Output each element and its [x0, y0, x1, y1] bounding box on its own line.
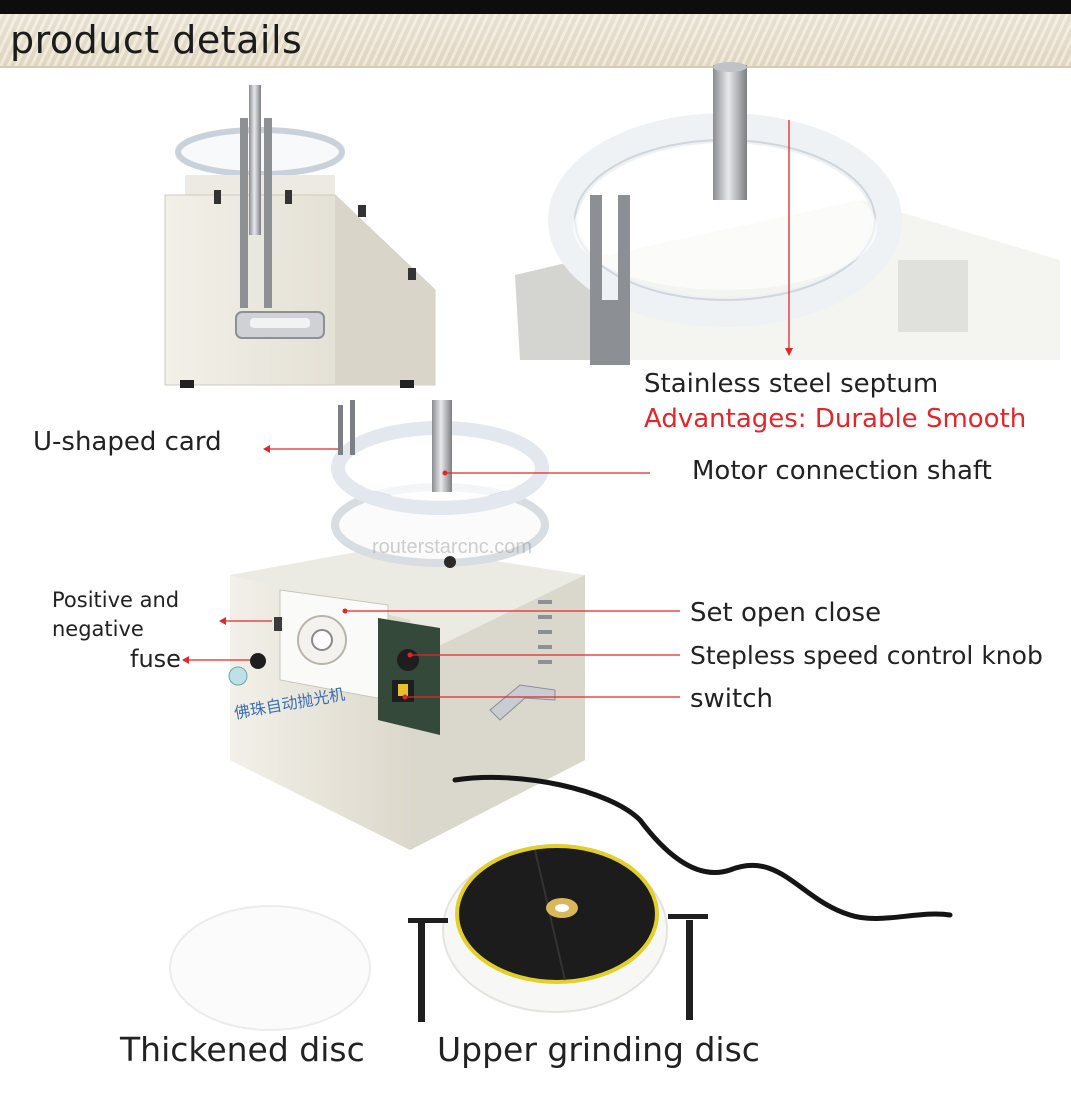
speed-knob-label: Stepless speed control knob	[690, 641, 1043, 670]
septum-label: Stainless steel septum	[644, 369, 939, 399]
thickened-disc-caption: Thickened disc	[120, 1030, 365, 1069]
septum-closeup	[515, 62, 1060, 365]
watermark: routerstarcnc.com	[372, 536, 533, 558]
fuse-label: fuse	[130, 645, 181, 673]
motor-shaft-label: Motor connection shaft	[692, 456, 992, 486]
positive-negative-label-line1: Positive and	[52, 588, 180, 612]
machine-side-view	[164, 85, 436, 388]
positive-negative-label-line2: negative	[52, 617, 144, 641]
section-header: product details	[0, 14, 1071, 68]
section-title: product details	[10, 18, 303, 62]
upper-grinding-disc-caption: Upper grinding disc	[437, 1030, 760, 1069]
advantages-label: Advantages: Durable Smooth	[644, 404, 1027, 434]
upper-grinding-disc-image	[408, 844, 708, 1022]
thickened-disc-image	[169, 905, 371, 1031]
u-card-label: U-shaped card	[33, 427, 222, 457]
set-open-close-label: Set open close	[690, 598, 882, 628]
annotation-lines	[182, 120, 793, 700]
top-black-bar	[0, 0, 1071, 14]
switch-label: switch	[690, 684, 774, 714]
